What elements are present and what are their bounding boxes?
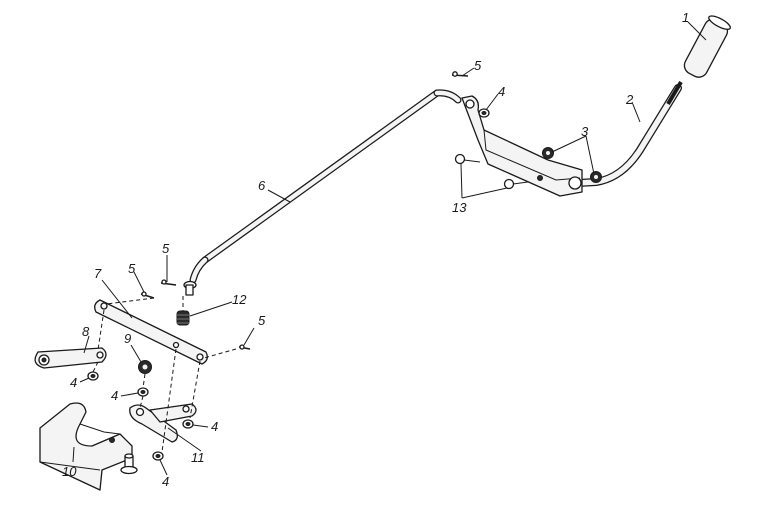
screw-13-lower — [503, 178, 529, 190]
callout-8: 8 — [82, 324, 90, 339]
callout-4-top: 4 — [498, 84, 505, 99]
nut-3-right — [590, 171, 602, 183]
washer-4-left — [87, 371, 99, 381]
crossbar-link — [94, 299, 208, 365]
cotter-pin-5-mid — [160, 279, 177, 286]
cotter-pin-5-top — [451, 71, 469, 77]
callout-10: 10 — [62, 464, 77, 479]
cotter-pin-5-right — [238, 344, 251, 350]
base-bracket — [39, 402, 138, 491]
washer-4-center — [137, 387, 149, 397]
callout-2: 2 — [625, 92, 634, 107]
callout-7: 7 — [94, 266, 102, 281]
connecting-rod — [183, 89, 462, 296]
callout-11: 11 — [191, 450, 205, 465]
callout-3: 3 — [581, 124, 589, 139]
callout-5-left: 5 — [128, 261, 136, 276]
assembly-lines — [92, 296, 237, 453]
callout-5-top: 5 — [474, 58, 482, 73]
nut-3-left — [542, 147, 554, 159]
callout-6: 6 — [258, 178, 266, 193]
pivot-arm — [129, 403, 197, 443]
washer-4-bottom — [152, 451, 164, 461]
small-arm — [34, 347, 107, 369]
screw-13-upper — [454, 153, 481, 165]
leader-lines — [72, 21, 707, 476]
cotter-pin-5-left — [140, 291, 155, 299]
callout-4-center: 4 — [111, 388, 118, 403]
callout-4-right: 4 — [211, 419, 218, 434]
callout-1: 1 — [682, 10, 689, 25]
callout-labels: 1 2 3 4 5 13 6 5 5 7 12 5 8 9 4 4 4 11 4… — [62, 10, 689, 489]
callout-12: 12 — [232, 292, 247, 307]
nut-9 — [138, 360, 152, 374]
callout-4-bottom: 4 — [162, 474, 169, 489]
washer-4-top — [478, 108, 490, 118]
callout-9: 9 — [124, 331, 131, 346]
washer-4-right — [182, 419, 194, 429]
upper-bracket — [461, 95, 583, 197]
callout-13: 13 — [452, 200, 467, 215]
callout-4-left: 4 — [70, 375, 77, 390]
callout-5-right: 5 — [258, 313, 266, 328]
spring — [176, 310, 190, 326]
shift-knob — [683, 15, 731, 78]
callout-5-mid: 5 — [162, 241, 170, 256]
